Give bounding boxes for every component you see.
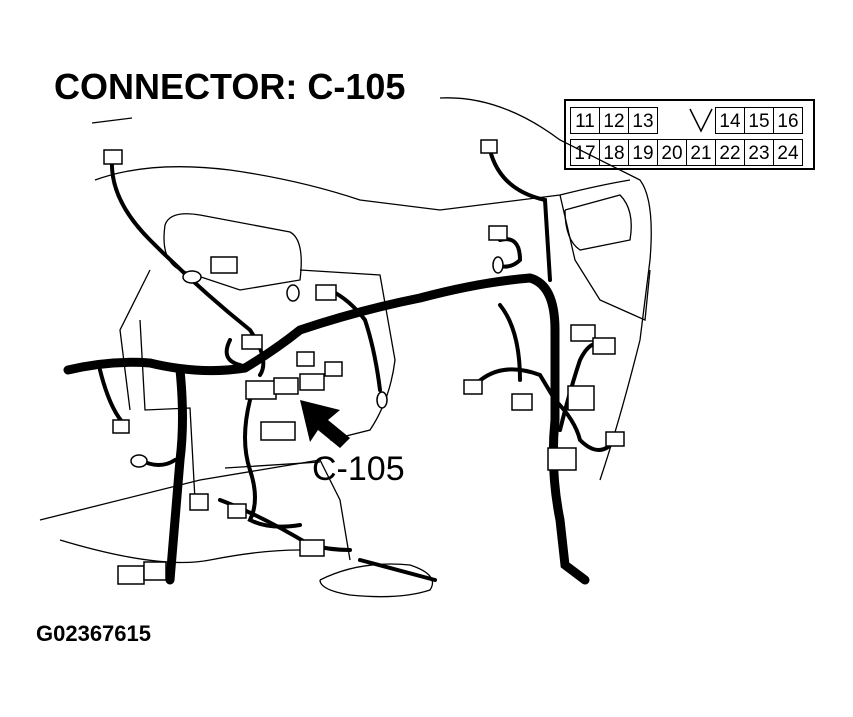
connector-box (241, 334, 263, 350)
pin-cell: 17 (570, 139, 600, 166)
wire-13 (224, 338, 242, 367)
dash-outline-vent (564, 194, 632, 251)
wire-14 (358, 558, 437, 582)
ground-terminal (286, 284, 300, 302)
connector-box (143, 561, 167, 581)
connector-box (480, 139, 498, 154)
pin-cell: 14 (715, 107, 745, 134)
wire-9 (98, 368, 127, 427)
page-title: CONNECTOR: C-105 (54, 66, 406, 107)
pin-cell: 16 (773, 107, 803, 134)
connector-key-icon (686, 107, 716, 134)
ground-terminal (182, 270, 202, 284)
connector-box (117, 565, 145, 585)
connector-box (315, 284, 337, 301)
dash-outline-midline (119, 269, 151, 411)
bulb-socket (376, 391, 388, 409)
pin-cell: 22 (715, 139, 745, 166)
pin-cell: 23 (744, 139, 774, 166)
dash-outline-center (299, 269, 396, 441)
pin-cell: 19 (628, 139, 658, 166)
pin-cell: 13 (628, 107, 658, 134)
connector-box (570, 324, 596, 342)
connector-box (547, 447, 577, 471)
connector-box (260, 421, 296, 441)
connector-box (592, 337, 616, 355)
pin-cell: 20 (657, 139, 687, 166)
connector-box (324, 361, 343, 377)
dash-outline-top (439, 97, 652, 481)
pin-row-top: 11 12 13 14 15 16 (570, 107, 803, 134)
callout-leader (224, 461, 321, 469)
wire-6 (243, 398, 302, 529)
connector-box (488, 225, 508, 241)
dash-outline-lower2 (59, 539, 301, 564)
connector-box (103, 149, 123, 165)
wire-2 (488, 148, 552, 282)
pin-cell-blank (657, 107, 687, 134)
figure-id: G02367615 (36, 621, 151, 646)
connector-box (227, 503, 247, 519)
connector-box (210, 256, 238, 274)
connector-box (605, 431, 625, 447)
dash-line-short (91, 117, 133, 124)
wire-12 (498, 303, 522, 382)
dash-outline-console (319, 563, 434, 598)
wire-1 (109, 158, 266, 377)
connector-box (296, 351, 315, 367)
pin-cell: 24 (773, 139, 803, 166)
connector-box (567, 385, 595, 411)
pin-cell: 15 (744, 107, 774, 134)
pin-cell: 11 (570, 107, 600, 134)
dash-outline-right (559, 194, 651, 321)
connector-box (245, 380, 277, 400)
connector-box (189, 493, 209, 511)
connector-callout-label: C-105 (312, 450, 405, 488)
main-harness (63, 273, 590, 585)
harness-branch-left (165, 365, 187, 585)
wire-8 (328, 288, 382, 392)
connector-box (299, 373, 325, 391)
pin-cell: 21 (686, 139, 716, 166)
callout-arrow (300, 400, 350, 448)
bulb-socket (492, 256, 504, 274)
connector-box (112, 419, 130, 434)
pin-cell: 18 (599, 139, 629, 166)
connector-box (273, 377, 299, 395)
connector-box (463, 379, 483, 395)
pin-row-bottom: 17 18 19 20 21 22 23 24 (570, 139, 803, 166)
ground-terminal (130, 454, 148, 468)
dash-outline-upper (94, 166, 631, 211)
connector-box (511, 393, 533, 411)
connector-pin-diagram: 11 12 13 14 15 16 17 18 19 20 21 22 23 2… (564, 99, 815, 170)
connector-box (299, 539, 325, 557)
pin-cell: 12 (599, 107, 629, 134)
